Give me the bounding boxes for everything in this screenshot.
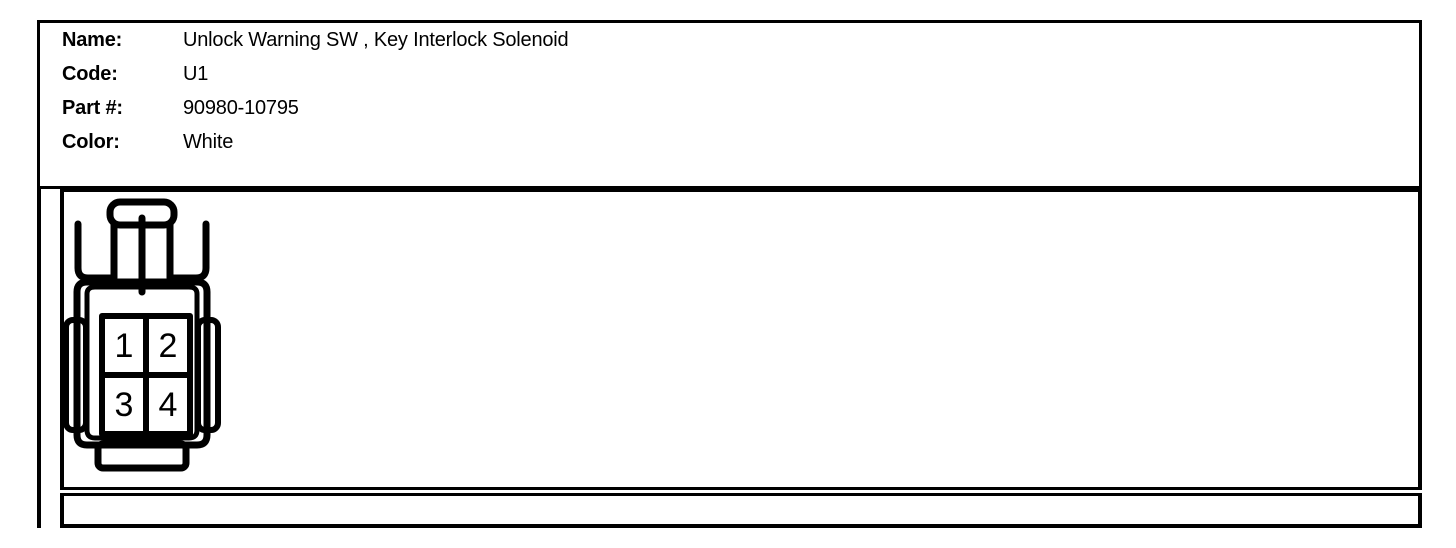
info-value-color: White — [183, 131, 234, 153]
right-lock-arm-icon — [166, 220, 210, 282]
pin-label-2: 2 — [159, 327, 178, 365]
info-row-part-number: Part #: 90980-10795 — [62, 97, 568, 131]
left-side-wing-icon — [64, 317, 89, 433]
info-label-code: Code: — [62, 63, 118, 85]
info-value-name: Unlock Warning SW , Key Interlock Soleno… — [183, 29, 569, 51]
pin-grid — [99, 313, 193, 437]
bottom-skirt-icon — [94, 440, 190, 472]
info-row-code: Code: U1 — [62, 63, 568, 97]
info-header-box: Name: Unlock Warning SW , Key Interlock … — [37, 20, 1422, 189]
connector-illustration: 1 2 3 4 — [64, 192, 244, 487]
left-lock-arm-icon — [74, 220, 118, 282]
connector-svg: 1 2 3 4 — [64, 198, 221, 472]
info-value-code: U1 — [183, 63, 209, 85]
info-row-name: Name: Unlock Warning SW , Key Interlock … — [62, 29, 569, 63]
info-label-name: Name: — [62, 29, 123, 51]
info-label-color: Color: — [62, 131, 120, 153]
info-label-part-number: Part #: — [62, 97, 123, 119]
pin-cell-2 — [143, 313, 193, 378]
pin-label-1: 1 — [115, 327, 134, 365]
outer-frame — [37, 20, 1422, 528]
info-value-part-number: 90980-10795 — [183, 97, 299, 119]
pin-label-3: 3 — [115, 386, 134, 424]
footer-strip — [60, 493, 1422, 528]
right-side-wing-icon — [195, 317, 221, 433]
connector-diagram-box: 1 2 3 4 — [60, 188, 1422, 490]
pin-label-4: 4 — [159, 386, 178, 424]
pin-cell-3 — [99, 372, 149, 437]
info-row-color: Color: White — [62, 131, 568, 165]
pin-cell-4 — [143, 372, 193, 437]
info-table: Name: Unlock Warning SW , Key Interlock … — [62, 29, 569, 165]
housing-outer-shell — [73, 278, 211, 449]
housing-inner-shell — [84, 284, 200, 441]
